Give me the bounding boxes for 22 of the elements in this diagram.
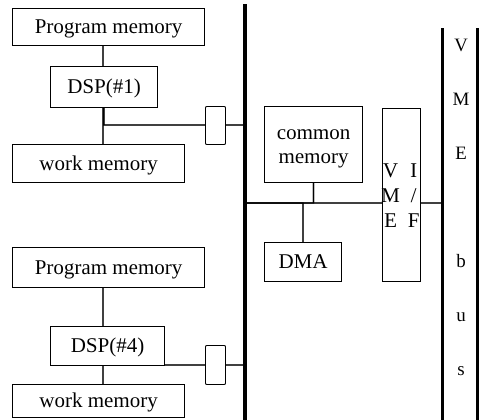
memory-box: DSP(#1) — [50, 66, 158, 108]
interface-box: VME I/F — [382, 108, 421, 282]
connector-line — [102, 108, 104, 144]
small-box — [205, 345, 226, 385]
connector-line — [103, 108, 205, 126]
connector-line — [226, 364, 243, 366]
memory-box: DSP(#4) — [50, 326, 165, 366]
small-box — [205, 106, 226, 145]
connector-line — [165, 364, 205, 366]
connector-line — [102, 288, 104, 326]
connector-line — [421, 202, 441, 204]
memory-box: work memory — [12, 144, 185, 183]
memory-box: DMA — [264, 242, 342, 282]
memory-box: common memory — [264, 106, 363, 183]
connector-line — [247, 202, 382, 204]
connector-line — [226, 124, 243, 126]
bus-band: VME bus — [441, 28, 479, 420]
connector-line — [102, 366, 104, 384]
connector-line — [102, 46, 104, 66]
memory-box: Program memory — [12, 8, 205, 46]
memory-box: Program memory — [12, 247, 205, 288]
memory-box: work memory — [12, 384, 185, 418]
